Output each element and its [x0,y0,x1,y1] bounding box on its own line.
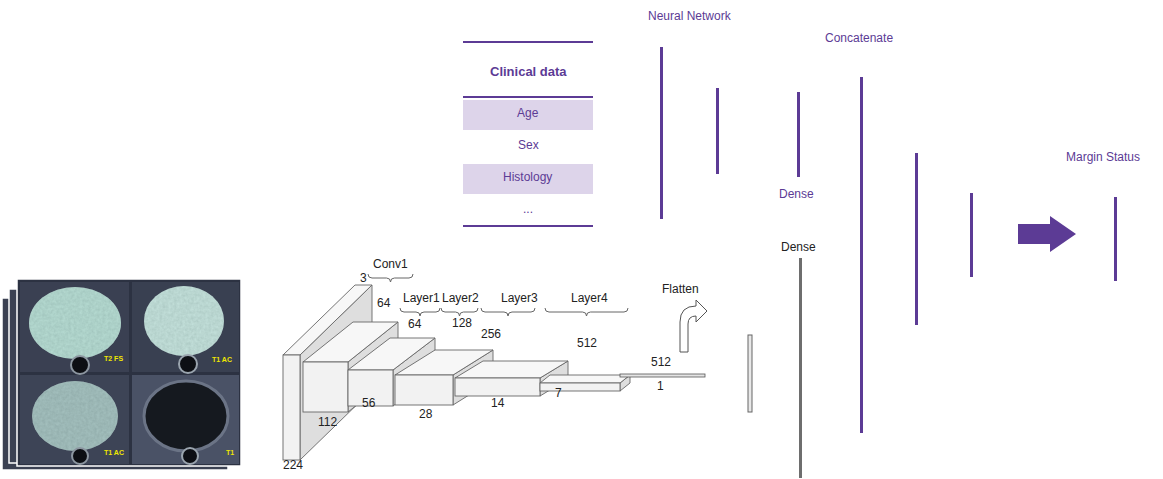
layer-label: Layer2 [442,292,479,306]
dense-bar [748,335,752,412]
layer-label: Dense [781,241,816,255]
tumor-region [29,287,121,359]
rectum-region [72,448,88,464]
tumor-region [32,381,118,451]
dimension-number: 512 [577,337,597,351]
dimension-number: 64 [408,318,421,332]
dimension-number: 1 [657,380,664,394]
layer-bar [716,88,719,174]
dimension-number: 64 [377,297,390,311]
dimension-number: 224 [283,459,303,473]
network-heading: Neural Network [648,10,731,24]
block-front [303,362,348,412]
rectum-region [182,448,198,464]
cnn-blocks [283,285,630,460]
block-front [283,355,300,460]
block-front [395,375,453,405]
layer-bar [915,153,918,325]
layer-brace [368,274,413,282]
layer-brace [400,308,440,316]
table-cell: ... [523,203,533,217]
table-rule [463,96,593,98]
clinical-table [463,42,593,226]
layer-brace [441,308,478,316]
table-cell: Age [517,107,538,121]
mri-slice [132,282,239,372]
sequence-tag: T1 [226,449,234,457]
dimension-number: 7 [555,387,562,401]
layer-label: Layer1 [403,292,440,306]
table-heading: Clinical data [490,65,567,80]
dimension-number: 256 [481,328,501,342]
rectum-region [179,355,197,373]
layer-bar [860,77,863,433]
mri-slice [20,375,129,464]
mri-slice [132,375,239,464]
sequence-tag: T1 AC [212,356,232,364]
table-row-shade [463,164,593,194]
mri-stack [2,279,241,470]
dense-bar [799,258,802,478]
table-rule [463,41,593,43]
dimension-number: 28 [419,408,432,422]
layer-bar [797,92,800,177]
mri-frame [17,279,241,466]
layer-label: Dense [779,188,814,202]
dimension-number: 56 [362,397,375,411]
block-front [455,378,540,396]
layer-label: Layer4 [571,292,608,306]
operation-label: Flatten [662,283,699,297]
table-rule [463,225,593,227]
layer-bar [970,193,973,277]
table-row-shade [463,100,593,130]
layer-braces [368,274,628,316]
layer-bars [660,47,1117,433]
output-label: Margin Status [1066,151,1140,165]
tumor-region [144,381,228,451]
layer-label: Layer3 [501,292,538,306]
sequence-tag: T2 FS [104,355,123,363]
table-cell: Sex [518,139,539,153]
output-arrow [1018,216,1076,252]
sequence-tag: T1 AC [104,449,124,457]
table-cell: Histology [503,171,552,185]
network-heading: Concatenate [825,32,893,46]
dimension-number: 14 [491,397,504,411]
layer-bar [660,47,663,219]
tumor-region [144,286,224,356]
dimension-number: 128 [452,317,472,331]
rectum-region [71,356,89,374]
block-top [540,375,630,383]
dimension-number: 512 [651,356,671,370]
layer-label: Conv1 [373,258,408,272]
layer-brace [545,308,628,316]
dimension-number: 3 [360,272,367,286]
layer-brace [481,308,535,316]
dimension-number: 112 [318,416,337,430]
block-front [540,383,620,391]
flatten-arrow [680,300,707,352]
flatten-layer [620,374,705,377]
output-bar [1114,197,1117,281]
